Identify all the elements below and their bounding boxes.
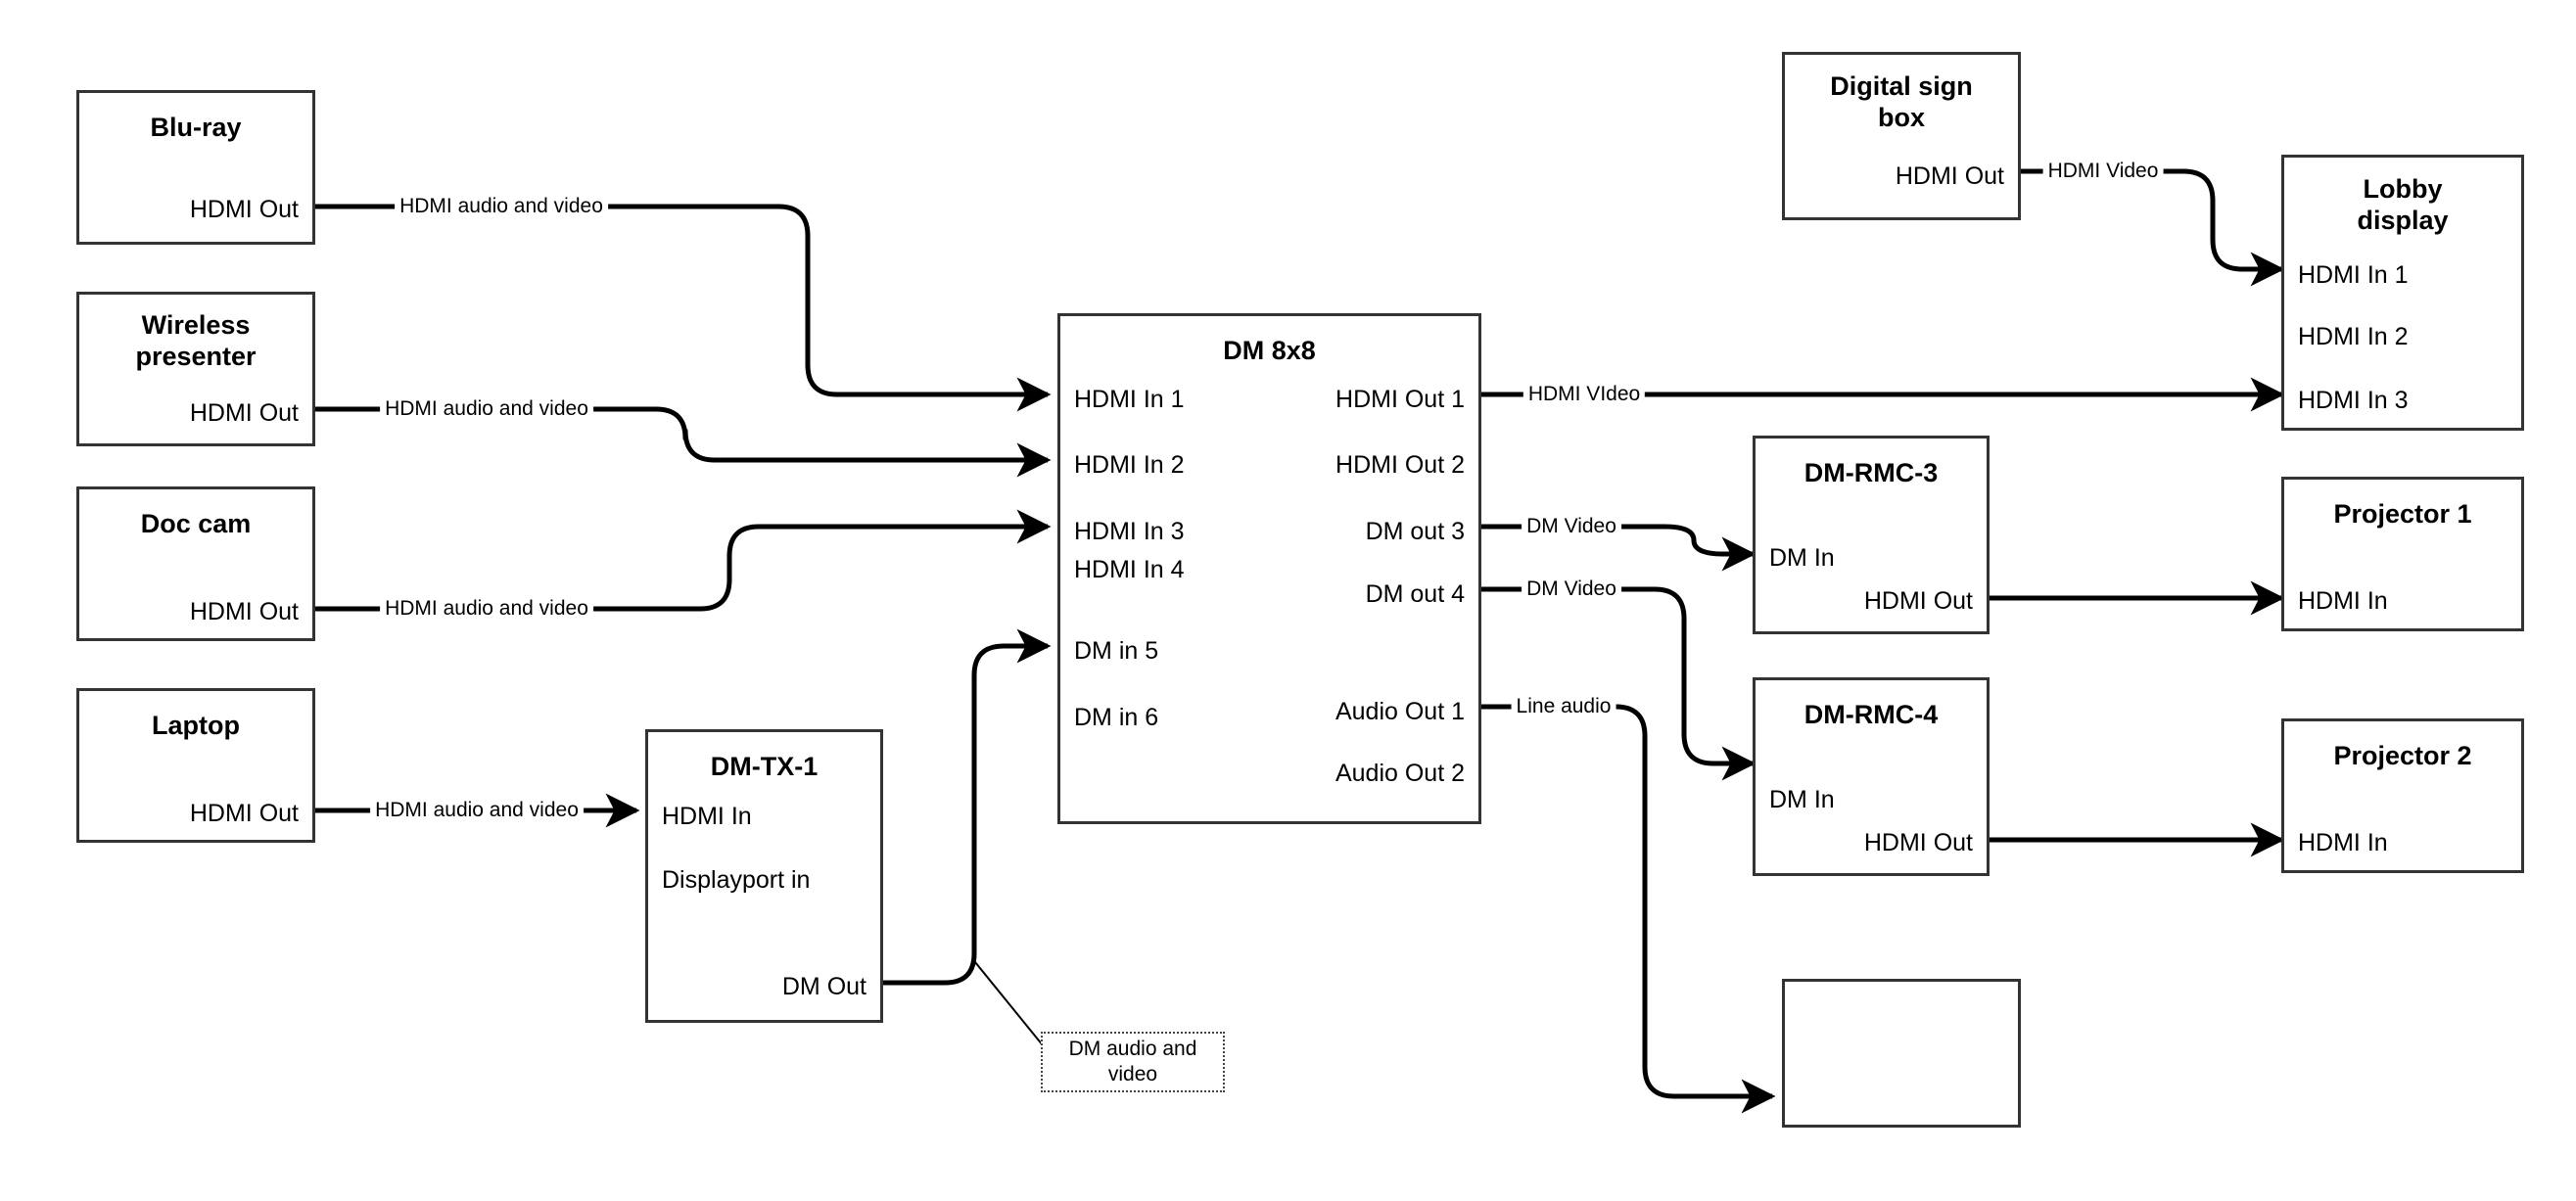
port-laptop-hdmi-out: HDMI Out [189,800,299,827]
port-projector-1-hdmi-in: HDMI In [2298,587,2388,615]
node-bluray-title: Blu-ray [150,113,242,142]
port-lobby-display-hdmi-in-3: HDMI In 3 [2298,387,2409,414]
port-dm-tx-1-displayport-in: Displayport in [662,866,811,894]
port-dm-8x8-hdmi-out-2: HDMI Out 2 [1335,451,1465,479]
edge-label-dm-hdmiout1-to-lobby: HDMI VIdeo [1522,382,1646,407]
node-laptop[interactable]: Laptop HDMI Out [76,688,315,843]
port-dm-8x8-dm-out-3: DM out 3 [1365,518,1465,545]
node-amplifier[interactable] [1782,979,2021,1128]
port-dm-8x8-dm-in-6: DM in 6 [1074,704,1159,731]
port-dm-8x8-hdmi-in-4: HDMI In 4 [1074,556,1185,583]
edge-label-dm-out4-to-rmc4: DM Video [1522,577,1621,602]
node-dm-8x8[interactable]: DM 8x8 HDMI In 1 HDMI In 2 HDMI In 3 HDM… [1057,313,1481,824]
port-dm-tx-1-dm-out: DM Out [781,973,866,1000]
port-dm-tx-1-hdmi-in: HDMI In [662,803,752,830]
node-digital-sign-box[interactable]: Digital sign box HDMI Out [1782,52,2021,220]
node-projector-1[interactable]: Projector 1 HDMI In [2281,477,2524,631]
port-dm-8x8-audio-out-1: Audio Out 1 [1335,698,1465,725]
edge-label-doccam-to-dm: HDMI audio and video [380,596,593,622]
port-dm-rmc-4-dm-in: DM In [1769,786,1835,813]
port-dm-8x8-audio-out-2: Audio Out 2 [1335,760,1465,787]
node-projector-2[interactable]: Projector 2 HDMI In [2281,718,2524,873]
edge-label-laptop-to-tx: HDMI audio and video [370,798,584,823]
port-dm-8x8-dm-out-4: DM out 4 [1365,580,1465,608]
node-wireless-presenter-title: Wireless presenter [135,310,257,371]
port-dm-8x8-dm-in-5: DM in 5 [1074,637,1159,665]
node-dm-rmc-3-title: DM-RMC-3 [1803,458,1939,487]
port-lobby-display-hdmi-in-2: HDMI In 2 [2298,323,2409,350]
node-doc-cam-title: Doc cam [140,509,252,538]
port-dm-rmc-4-hdmi-out: HDMI Out [1863,829,1973,856]
edge-label-wireless-to-dm: HDMI audio and video [380,396,593,422]
node-doc-cam[interactable]: Doc cam HDMI Out [76,486,315,641]
callout-dm-audio-and-video: DM audio and video [1041,1032,1225,1092]
node-wireless-presenter[interactable]: Wireless presenter HDMI Out [76,292,315,446]
port-dm-8x8-hdmi-out-1: HDMI Out 1 [1335,386,1465,413]
port-dm-8x8-hdmi-in-1: HDMI In 1 [1074,386,1185,413]
node-bluray[interactable]: Blu-ray HDMI Out [76,90,315,245]
port-digital-sign-box-hdmi-out: HDMI Out [1895,162,2004,190]
node-lobby-display[interactable]: Lobby display HDMI In 1 HDMI In 2 HDMI I… [2281,155,2524,431]
edge-label-dm-audio1-to-amp: Line audio [1511,694,1616,719]
node-dm-rmc-4[interactable]: DM-RMC-4 DM In HDMI Out [1753,677,1990,876]
node-laptop-title: Laptop [152,711,240,740]
port-projector-2-hdmi-in: HDMI In [2298,829,2388,856]
port-bluray-hdmi-out: HDMI Out [189,196,299,223]
node-dm-8x8-title: DM 8x8 [1223,336,1316,365]
node-dm-tx-1[interactable]: DM-TX-1 HDMI In Displayport in DM Out [645,729,883,1023]
edge-label-sign-to-lobby: HDMI Video [2042,159,2164,184]
edge-bluray-to-dm [315,204,1052,412]
port-dm-8x8-hdmi-in-2: HDMI In 2 [1074,451,1185,479]
port-wireless-presenter-hdmi-out: HDMI Out [189,399,299,427]
edge-label-bluray-to-dm: HDMI audio and video [395,194,608,219]
edge-sign-to-lobby [2021,168,2285,287]
node-digital-sign-box-title: Digital sign box [1830,71,1973,132]
node-projector-1-title: Projector 1 [2333,499,2472,529]
port-doc-cam-hdmi-out: HDMI Out [189,598,299,625]
edge-tx-to-dm [883,628,1052,986]
edge-dm-out4-to-rmc4 [1481,586,1756,781]
node-lobby-display-title: Lobby display [2357,174,2449,235]
port-dm-rmc-3-hdmi-out: HDMI Out [1863,587,1973,615]
callout-leader-line [974,961,1044,1046]
port-lobby-display-hdmi-in-1: HDMI In 1 [2298,261,2409,289]
edge-dm-audio1-to-amp [1481,704,1776,1114]
port-dm-8x8-hdmi-in-3: HDMI In 3 [1074,518,1185,545]
node-dm-rmc-3[interactable]: DM-RMC-3 DM In HDMI Out [1753,436,1990,634]
node-dm-rmc-4-title: DM-RMC-4 [1803,700,1939,729]
node-projector-2-title: Projector 2 [2333,741,2472,770]
port-dm-rmc-3-dm-in: DM In [1769,544,1835,572]
edge-label-dm-out3-to-rmc3: DM Video [1522,514,1621,539]
node-dm-tx-1-title: DM-TX-1 [710,752,819,781]
